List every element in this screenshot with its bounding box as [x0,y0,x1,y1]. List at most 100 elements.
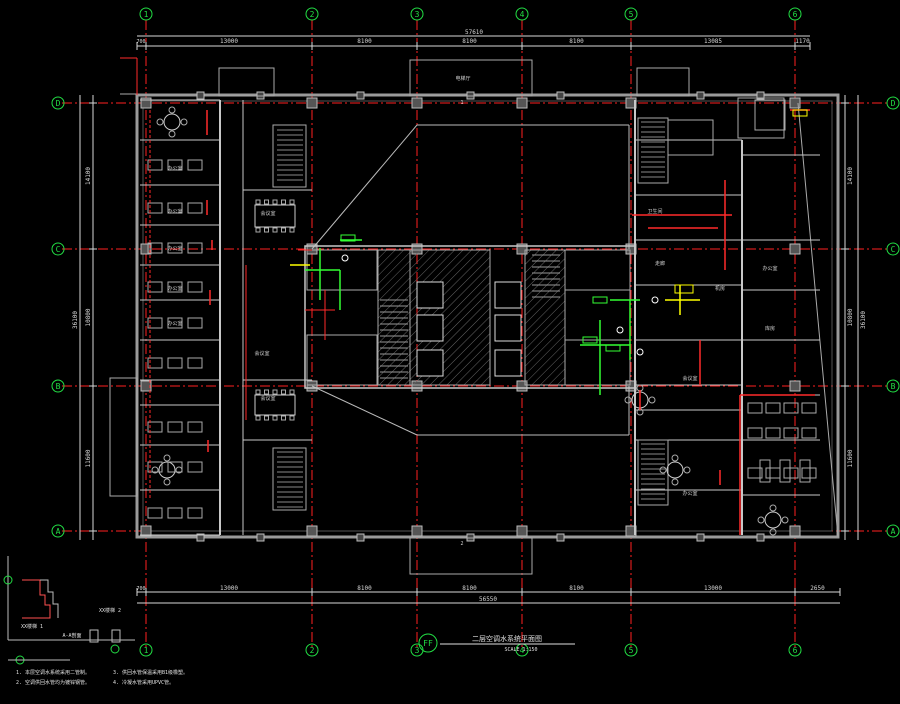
stair-right-lower [637,439,669,506]
legend-bubble [110,644,120,654]
elevator-car-5 [494,349,522,377]
conference-table-upper-chair [264,227,269,233]
grid-bubble-bottom-5-label: 6 [793,646,798,655]
column [411,525,423,537]
furniture [147,106,817,536]
grid-bubble-top-4-label: 5 [629,10,634,19]
round-table-3 [666,461,684,479]
left-total-dim-text: 36100 [72,311,79,329]
green-tag-3 [605,344,621,352]
top-edge-dim: 700 [136,39,145,45]
column-small [356,533,365,542]
top-dim-4: 13085 [704,38,722,45]
toilet-block [667,119,714,156]
desk-r-2-0 [747,467,763,479]
desk-4-0 [147,317,163,329]
desk-r-1-3 [801,427,817,439]
column [789,380,801,392]
desk-2-1 [167,242,183,254]
right-dim-1: 10800 [847,308,854,326]
room-partitions [140,99,820,536]
grid-bubble-left-0-label: D [56,99,61,108]
desk-r-0-0 [747,402,763,414]
room-label-12: 办公室 [762,265,777,272]
desk-6-0 [147,421,163,433]
grid-bubble-left-3-circle [51,524,65,538]
desk-1-2 [187,202,203,214]
column-small [696,533,705,542]
desk-7-1 [167,461,183,473]
column-small [556,91,565,100]
desk-8-0 [147,507,163,519]
room-label-3: 办公室 [167,285,182,292]
desk-r-0-3 [801,402,817,414]
canopy-top-left [218,67,275,97]
conference-table-lower-chair [255,389,261,395]
column-small [556,533,565,542]
room-labels: 办公室办公室办公室办公室办公室会议室会议室会议室电梯厅卫生间走廊机房办公室库房会… [167,75,777,547]
conference-table-upper-chair [289,227,295,233]
canopy-top-middle [409,59,533,97]
stair-left-bottom [272,447,307,511]
room-label-6: 会议室 [260,395,275,402]
room-label-8: 电梯厅 [455,75,470,82]
grid-bubble-right-0-circle [886,96,900,110]
round-table-1 [158,461,176,479]
bottom-dim-0: 13000 [220,585,238,592]
grid-bubble-bottom-4-circle [624,643,638,657]
chair [757,516,765,524]
grid-bubble-left-0-circle [51,96,65,110]
bottom-dim-1: 8100 [357,585,372,592]
grid-bubble-top-2-label: 3 [415,10,420,19]
column [789,243,801,255]
chair [163,478,171,486]
chair [683,466,691,474]
atrium-edge-3 [311,385,418,436]
desk-2-0 [147,242,163,254]
desk-3-2 [187,281,203,293]
column [789,97,801,109]
core-room-b [306,334,378,386]
top-dim-0: 13000 [220,38,238,45]
stair-right-top [737,97,785,139]
desk-4-2 [187,317,203,329]
elevator-car-0 [416,281,444,309]
pipe-yellow-tag [674,284,694,294]
legend-bubble [3,575,13,585]
grid-bubble-left-1-circle [51,242,65,256]
grid-bubble-top-5-circle [788,7,802,21]
elevator-car-3 [494,281,522,309]
conference-table-upper-chair [255,227,261,233]
grid-bubble-top-0-circle [139,7,153,21]
grid-bubble-left-2-label: B [56,382,61,391]
conference-table-upper-chair [255,199,261,205]
green-tag-2 [582,336,598,344]
desk-r-1-2 [783,427,799,439]
conference-table-upper-chair [281,199,286,205]
right-total-dim-text: 36100 [860,311,867,329]
desk-0-0 [147,159,163,171]
bottom-dim-5: 2650 [810,585,825,592]
room-label-13: 库房 [765,325,775,332]
left-dim-1: 10800 [85,308,92,326]
valve-1 [616,326,624,334]
chair [180,118,188,126]
valve-3 [636,348,644,356]
left-wing [109,377,138,497]
chair [156,118,164,126]
note-0: 1. 本层空调水系统采用二管制。 [16,669,90,676]
exterior-wall [135,93,840,539]
column [516,525,528,537]
legend-label-b: XX楼梯 1 [21,623,43,630]
grid-bubble-left-1-label: C [56,245,61,254]
grid-bubble-right-1-label: C [891,245,896,254]
legend-box-2 [111,629,121,643]
grid-bubble-right-2-label: B [891,382,896,391]
note-3: 4. 冷凝水管采用UPVC管。 [113,679,174,686]
note-2: 3. 供回水管保温采用B1级橡塑。 [113,669,188,676]
room-label-2: 办公室 [167,245,182,252]
bottom-dim-4: 13000 [704,585,722,592]
round-table-2 [764,511,782,529]
